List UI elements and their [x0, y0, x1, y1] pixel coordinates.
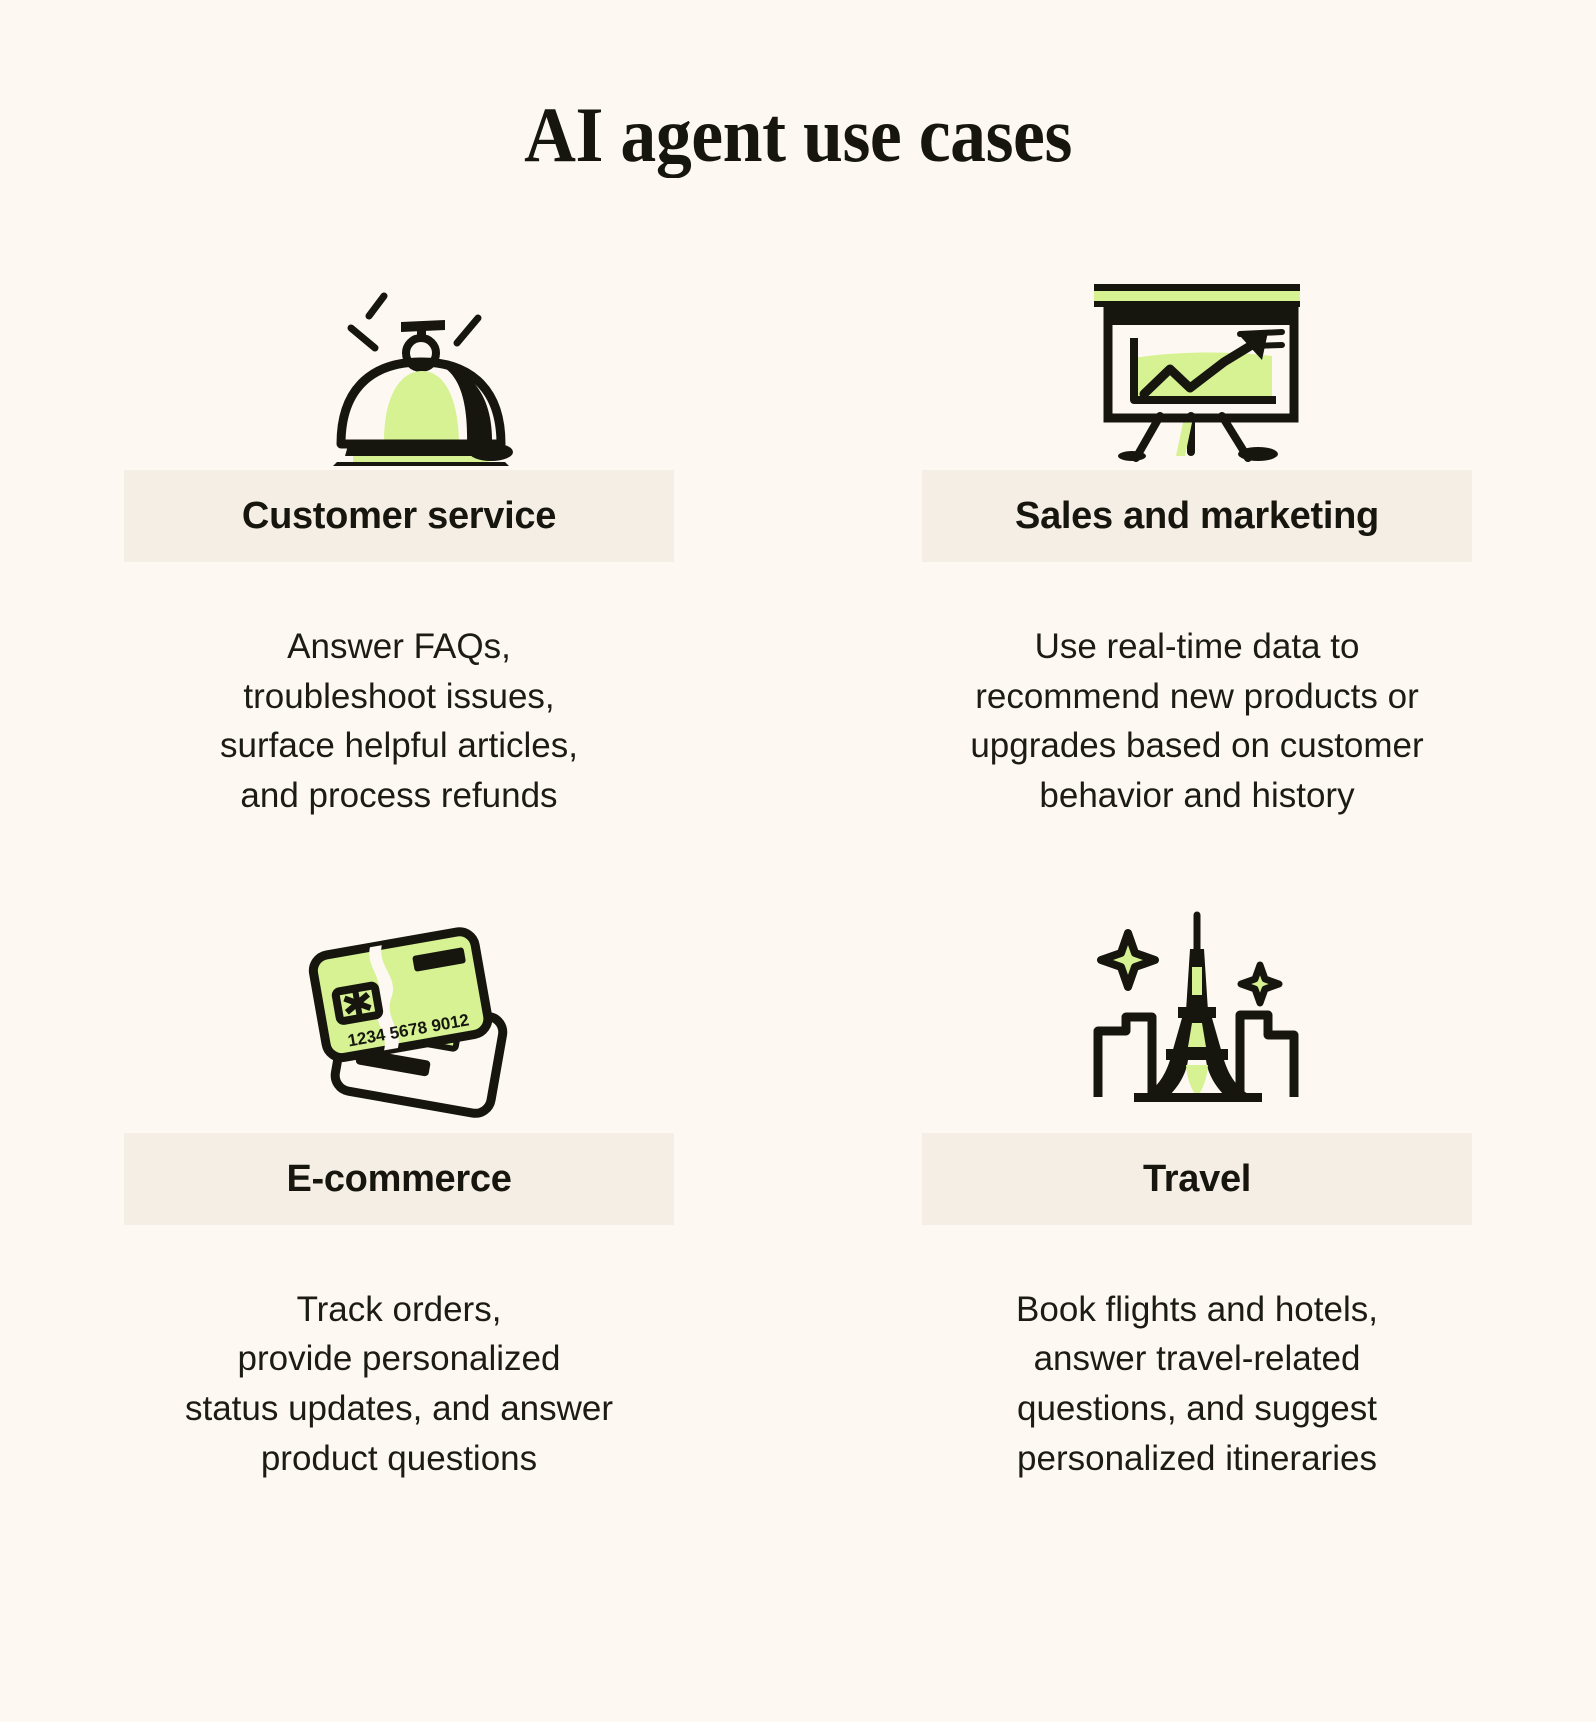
eiffel-tower-icon: [798, 901, 1596, 1133]
card-description: Book flights and hotels, answer travel-r…: [1016, 1289, 1378, 1478]
page-title: AI agent use cases: [524, 91, 1072, 178]
use-case-card-customer-service: Customer service Answer FAQs, troublesho…: [0, 262, 798, 821]
card-label: Sales and marketing: [1015, 495, 1379, 537]
card-label-band: Customer service: [124, 470, 674, 562]
card-label-band: Sales and marketing: [922, 470, 1472, 562]
use-case-card-sales-and-marketing: Sales and marketing Use real-time data t…: [798, 262, 1596, 821]
use-case-card-travel: Travel Book flights and hotels, answer t…: [798, 901, 1596, 1484]
card-label-band: Travel: [922, 1132, 1472, 1225]
sparkle-icon: [1097, 928, 1283, 1007]
card-label: Customer service: [241, 495, 557, 537]
service-bell-icon: [0, 262, 798, 470]
card-description: Track orders, provide personalized statu…: [184, 1289, 614, 1478]
card-description: Use real-time data to recommend new prod…: [970, 627, 1424, 816]
card-label-band: E-commerce: [124, 1132, 674, 1225]
credit-cards-icon: 1234 5678 9012: [0, 901, 798, 1133]
use-case-card-e-commerce: 1234 5678 9012 E-commerce Track orders, …: [0, 901, 798, 1484]
card-label: E-commerce: [286, 1157, 512, 1200]
card-description: Answer FAQs, troubleshoot issues, surfac…: [220, 627, 578, 816]
use-case-grid: Customer service Answer FAQs, troublesho…: [0, 262, 1596, 1484]
presentation-chart-icon: [798, 262, 1596, 470]
card-label: Travel: [1142, 1157, 1252, 1200]
